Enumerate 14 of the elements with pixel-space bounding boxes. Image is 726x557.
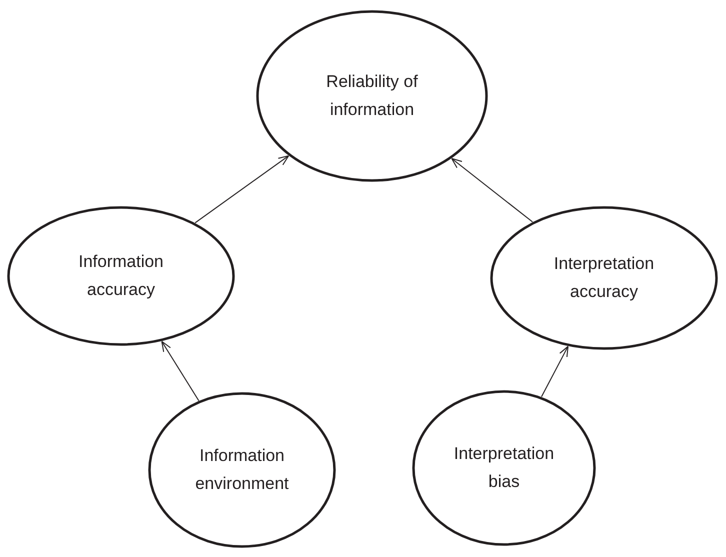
arrow	[451, 158, 533, 222]
arrow	[194, 155, 290, 224]
ellipse-node	[256, 10, 488, 182]
ellipse-node	[7, 206, 235, 346]
arrow	[541, 346, 569, 398]
node-label: Information accuracy	[77, 251, 165, 301]
node-label: Reliability of information	[325, 71, 419, 121]
node-label: Interpretation bias	[452, 443, 556, 493]
arrow	[161, 340, 200, 402]
ellipse-node	[148, 392, 336, 548]
ellipse-node	[412, 390, 596, 546]
node-label: Information environment	[194, 445, 290, 495]
ellipse-node	[490, 206, 718, 350]
node-label: Interpretation accuracy	[552, 253, 656, 303]
